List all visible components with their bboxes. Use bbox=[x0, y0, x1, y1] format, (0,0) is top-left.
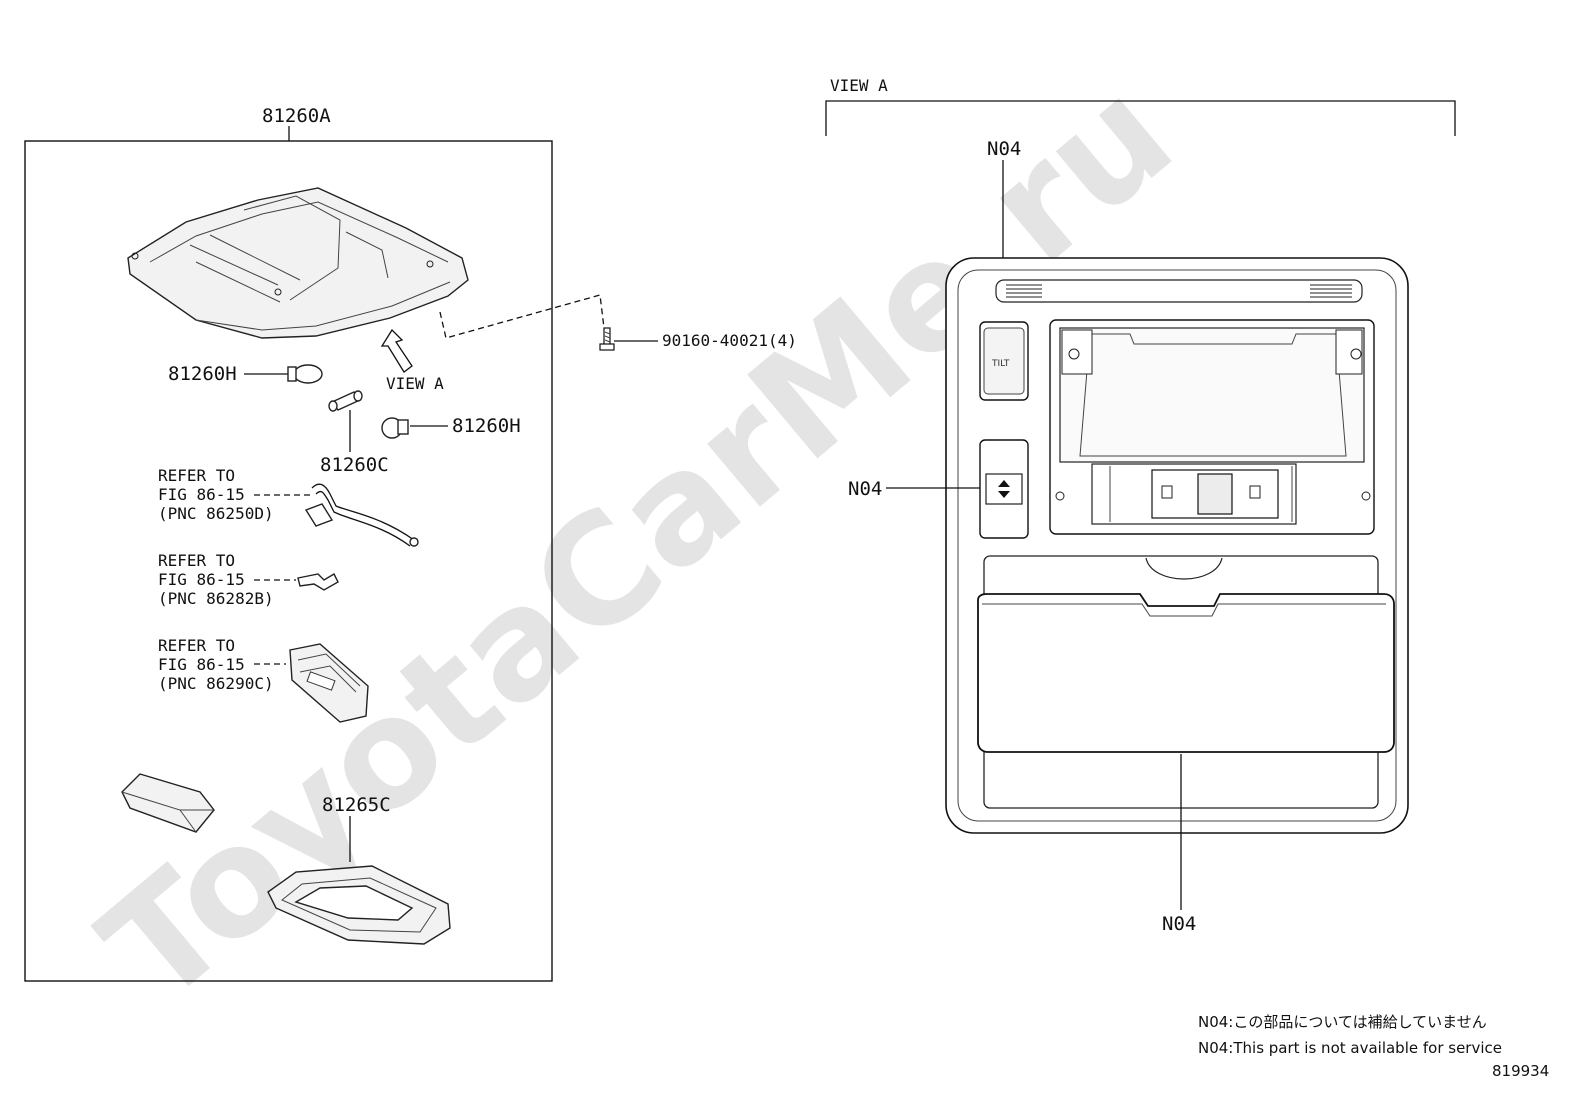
callout-top-n04[interactable]: N04 bbox=[987, 138, 1021, 160]
bracket-part bbox=[289, 643, 369, 723]
sunglass-holder[interactable] bbox=[977, 555, 1395, 809]
dome-lamp-housing bbox=[127, 187, 469, 339]
festoon-label[interactable]: 81260C bbox=[320, 454, 389, 476]
switch-wire-part bbox=[304, 483, 419, 547]
view-a-bracket bbox=[825, 100, 1456, 136]
bulb-right-part bbox=[381, 417, 409, 439]
clip-part bbox=[297, 573, 339, 591]
ref-1-line3: (PNC 86250D) bbox=[158, 504, 274, 523]
bulb-left-label[interactable]: 81260H bbox=[168, 363, 237, 385]
light-block-part bbox=[121, 773, 215, 833]
screw-label[interactable]: 90160-40021(4) bbox=[662, 331, 797, 350]
view-a-arrow bbox=[380, 328, 413, 373]
lens-label[interactable]: 81265C bbox=[322, 794, 391, 816]
view-a-title: VIEW A bbox=[830, 76, 888, 95]
view-a-marker[interactable]: VIEW A bbox=[386, 374, 444, 393]
assembly-label[interactable]: 81260A bbox=[262, 105, 331, 127]
ref-note-2[interactable]: REFER TO FIG 86-15 (PNC 86282B) bbox=[158, 551, 274, 608]
lens-part bbox=[267, 865, 451, 945]
lamp-window bbox=[1049, 319, 1375, 535]
updown-switch[interactable] bbox=[979, 439, 1029, 539]
note-japanese: N04:この部品については補給していません bbox=[1198, 1013, 1487, 1031]
ref-1-line2: FIG 86-15 bbox=[158, 485, 245, 504]
updown-arrows-icon bbox=[998, 480, 1010, 498]
ref-3-line3: (PNC 86290C) bbox=[158, 674, 274, 693]
ref-3-line2: FIG 86-15 bbox=[158, 655, 245, 674]
ref-2-line2: FIG 86-15 bbox=[158, 570, 245, 589]
ref-2-line1: REFER TO bbox=[158, 551, 235, 570]
bulb-left-part bbox=[287, 364, 323, 384]
note-english: N04:This part is not available for servi… bbox=[1198, 1039, 1502, 1057]
ref-1-line1: REFER TO bbox=[158, 466, 235, 485]
ref-note-3[interactable]: REFER TO FIG 86-15 (PNC 86290C) bbox=[158, 636, 274, 693]
screw-dashed-leader bbox=[439, 294, 605, 339]
ref-3-line1: REFER TO bbox=[158, 636, 235, 655]
figure-id: 819934 bbox=[1492, 1062, 1549, 1080]
screw-part bbox=[599, 327, 615, 351]
ref-2-line3: (PNC 86282B) bbox=[158, 589, 274, 608]
tilt-text: TILT bbox=[991, 359, 1010, 369]
ref-note-1[interactable]: REFER TO FIG 86-15 (PNC 86250D) bbox=[158, 466, 274, 523]
tilt-button[interactable]: TILT bbox=[979, 321, 1029, 401]
bulb-right-label[interactable]: 81260H bbox=[452, 415, 521, 437]
callout-left-n04[interactable]: N04 bbox=[848, 478, 882, 500]
callout-bottom-n04[interactable]: N04 bbox=[1162, 913, 1196, 935]
festoon-bulb-part bbox=[328, 390, 363, 412]
